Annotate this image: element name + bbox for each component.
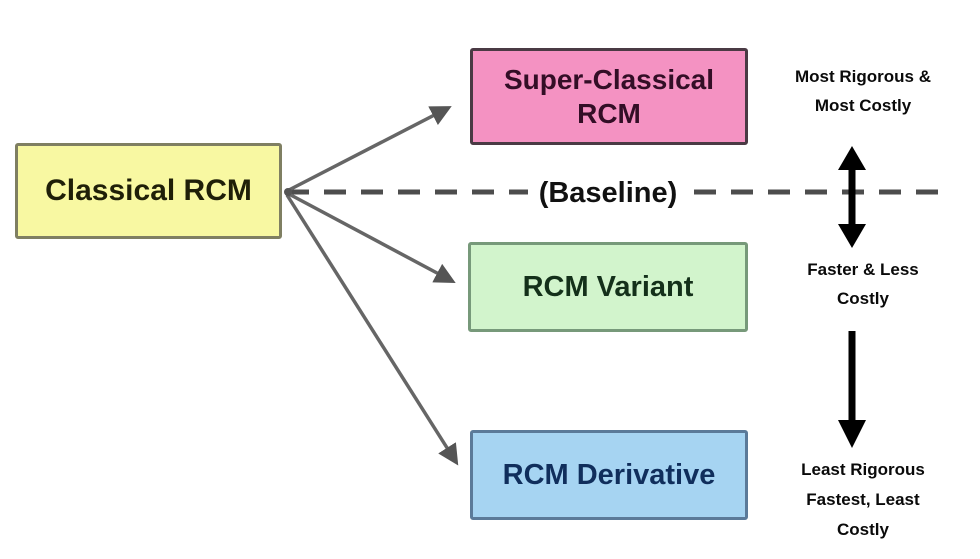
annotation-most-rigorous: Most Rigorous & Most Costly (768, 62, 958, 120)
annotation-faster-less-costly: Faster & Less Costly (768, 255, 958, 313)
arrow-classical-to-super (286, 106, 452, 193)
fan-origin-dot (284, 188, 292, 196)
arrow-classical-to-derivative (285, 194, 459, 466)
node-super-classical-label-line1: Super-Classical (503, 63, 715, 95)
down-arrow (838, 331, 866, 448)
baseline-label: (Baseline) (528, 176, 688, 210)
annotation-least-rigorous: Least Rigorous Fastest, Least Costly (768, 455, 958, 545)
annotation-least-line1: Least Rigorous (801, 460, 925, 479)
node-rcm-variant: RCM Variant (468, 242, 748, 332)
node-rcm-derivative-label: RCM Derivative (502, 458, 716, 491)
node-classical-rcm-label: Classical RCM (45, 174, 252, 207)
node-classical-rcm: Classical RCM (15, 143, 282, 239)
node-rcm-variant-label: RCM Variant (522, 270, 694, 303)
arrow-classical-to-variant (286, 191, 456, 283)
annotation-most-rigorous-line2: Most Costly (814, 96, 912, 115)
annotation-most-rigorous-line1: Most Rigorous & (795, 67, 931, 86)
node-super-classical-rcm: Super-Classical RCM (470, 48, 748, 145)
annotation-faster-line1: Faster & Less (807, 260, 919, 279)
double-headed-arrow (838, 146, 866, 248)
node-rcm-derivative: RCM Derivative (470, 430, 748, 520)
annotation-faster-line2: Costly (837, 289, 889, 308)
annotation-least-line2: Fastest, Least (806, 490, 920, 509)
annotation-least-line3: Costly (837, 520, 889, 539)
node-super-classical-label-line2: RCM (577, 97, 641, 129)
